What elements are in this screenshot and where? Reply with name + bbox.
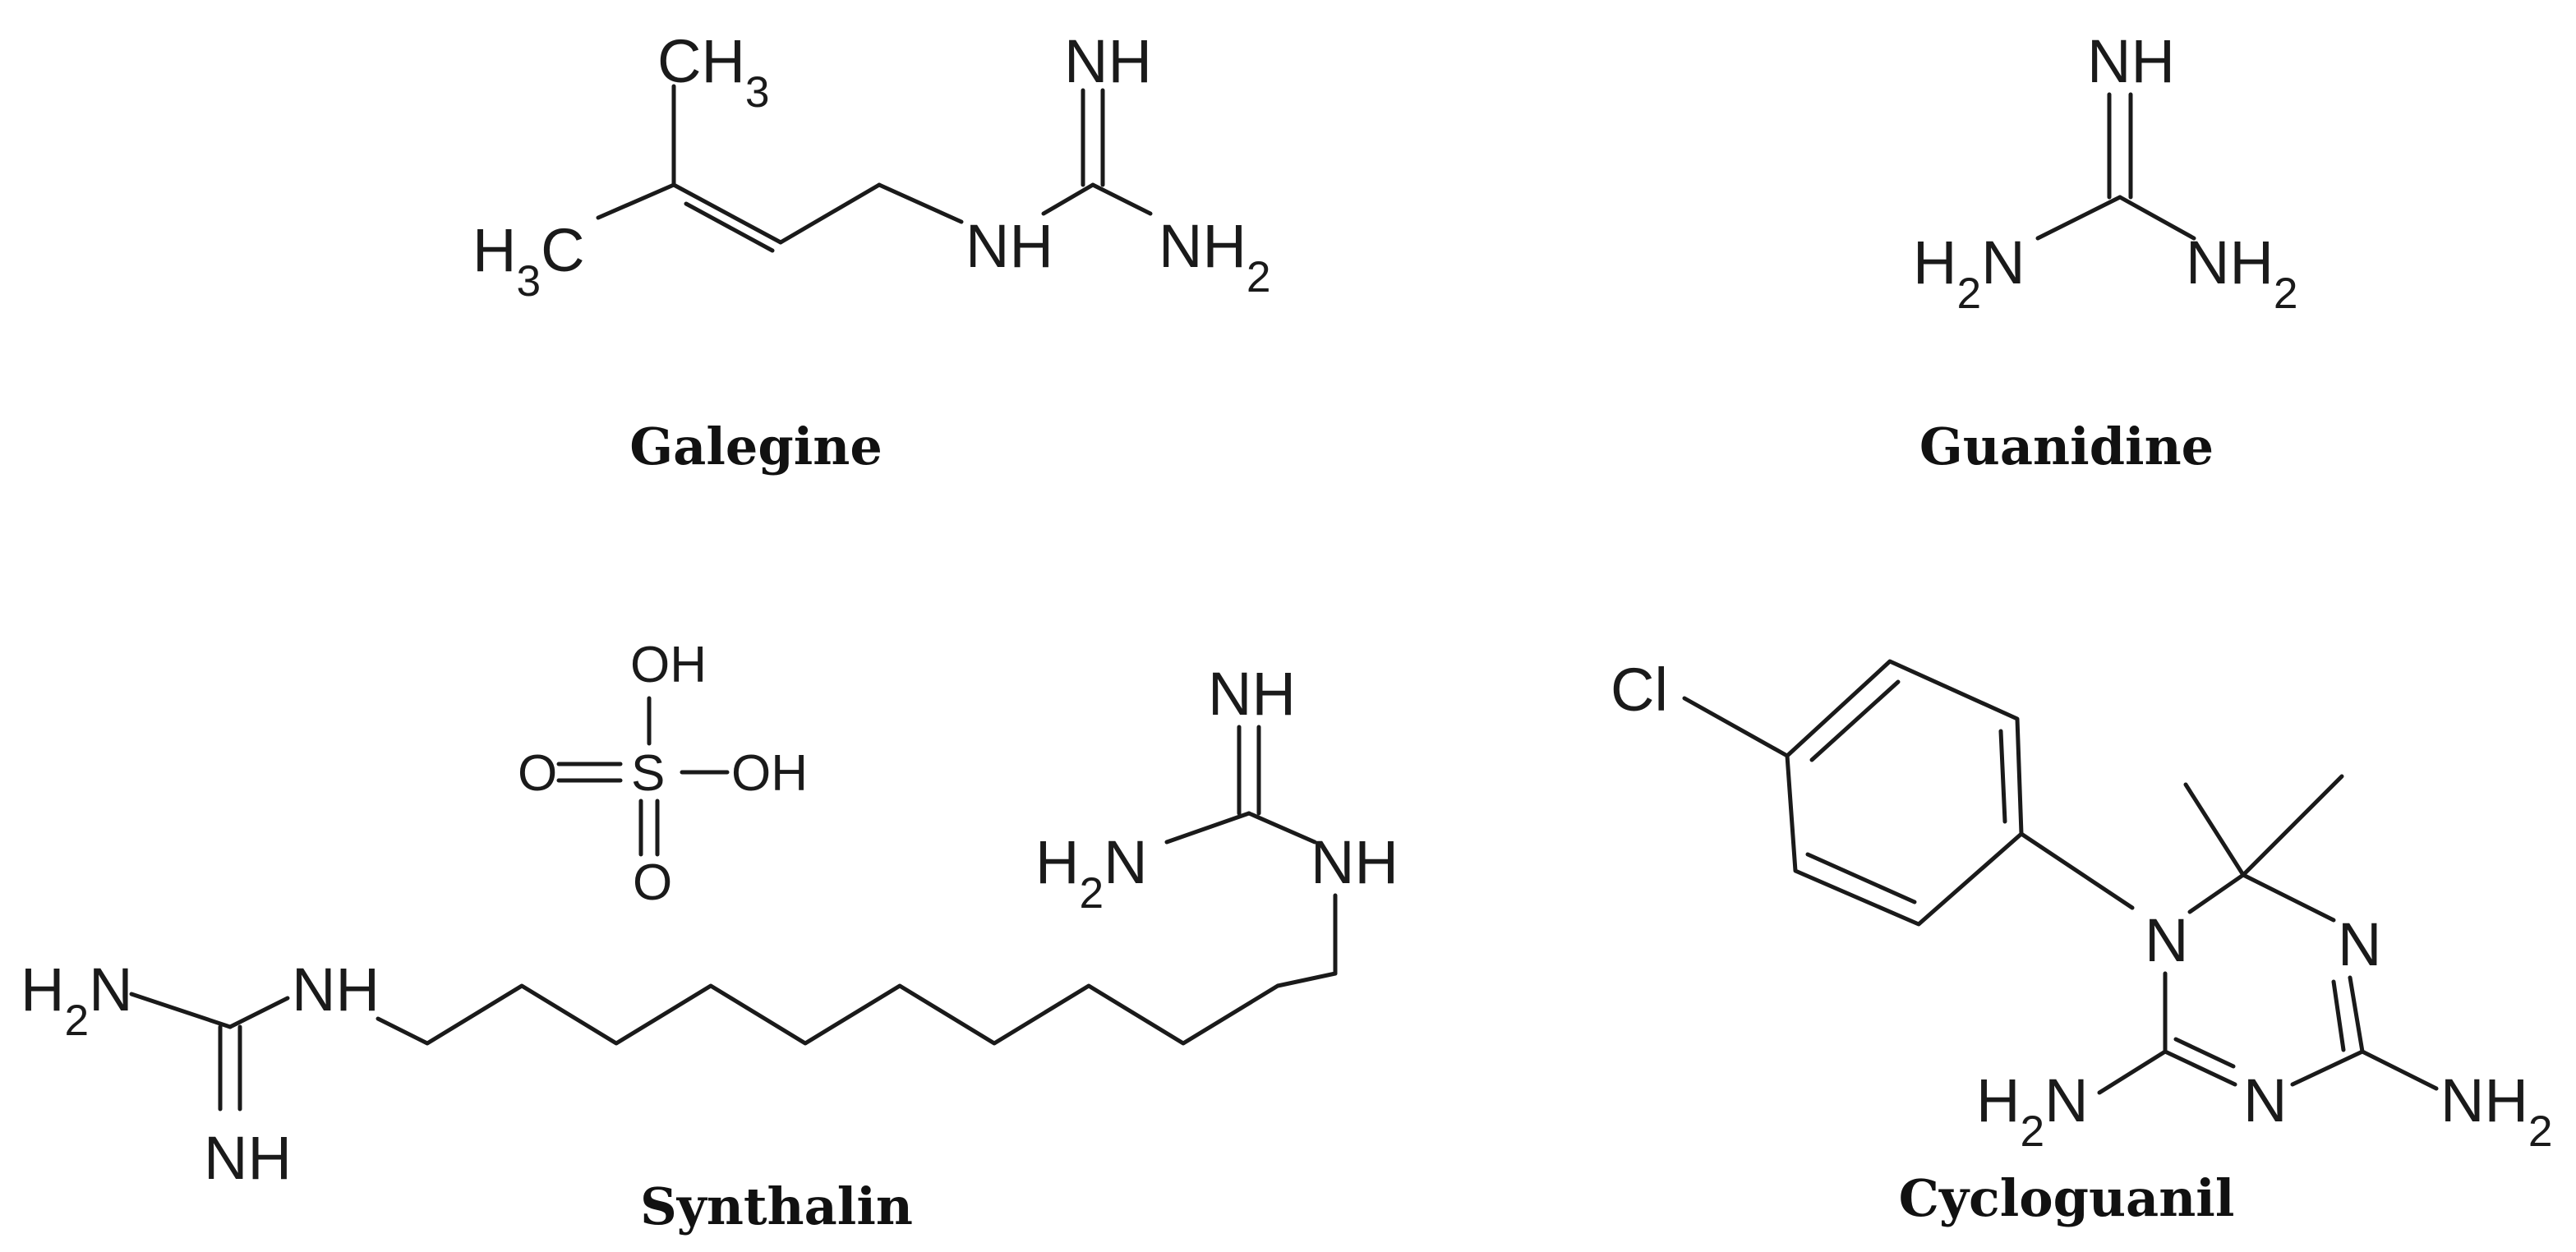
guanidine-structure: NH H2N NH2 Guanidine bbox=[1913, 27, 2298, 476]
galegine-structure: CH3 H3C NH NH NH2 Galegine bbox=[472, 27, 1271, 476]
guanidine-caption: Guanidine bbox=[1919, 417, 2214, 476]
triazine-bond bbox=[2241, 872, 2336, 923]
methyl-bond bbox=[2241, 774, 2344, 877]
synthalin-left-nh-imine-label: NH bbox=[204, 1124, 292, 1192]
galegine-h3c-label: H3C bbox=[472, 216, 585, 306]
galegine-nh-label: NH bbox=[965, 212, 1053, 280]
synthalin-structure: OH O S OH O NH H2N NH H2N NH NH Synthali… bbox=[21, 637, 1399, 1236]
cycloguanil-n3-label: N bbox=[2338, 910, 2381, 978]
benzene-ring bbox=[1785, 659, 2024, 927]
galegine-bond bbox=[877, 182, 964, 224]
cycloguanil-structure: Cl N N N H2N NH2 Cycloguanil bbox=[1611, 656, 2553, 1228]
galegine-bond bbox=[671, 182, 783, 245]
sulfate-s-label: S bbox=[631, 745, 665, 802]
galegine-ch3-label: CH3 bbox=[657, 27, 770, 117]
cycloguanil-cl-label: Cl bbox=[1611, 656, 1668, 724]
cycloguanil-bond bbox=[2019, 831, 2135, 910]
triazine-bond bbox=[2173, 1037, 2236, 1069]
benzene-double-bond bbox=[1998, 729, 2007, 824]
galegine-nh-imine-label: NH bbox=[1064, 27, 1152, 95]
cycloguanil-n5-label: N bbox=[2243, 1066, 2287, 1135]
sulfate-o-left-label: O bbox=[518, 745, 557, 802]
cycloguanil-caption: Cycloguanil bbox=[1899, 1168, 2235, 1228]
guanidine-nh2-label: NH2 bbox=[2186, 228, 2298, 318]
synthalin-caption: Synthalin bbox=[640, 1176, 913, 1236]
guanidine-h2n-label: H2N bbox=[1913, 228, 2025, 318]
galegine-nh2-label: NH2 bbox=[1159, 212, 1271, 301]
cycloguanil-bond bbox=[1682, 696, 1790, 758]
sulfate-o-bottom-label: O bbox=[633, 854, 672, 911]
synthalin-right-nh-label: NH bbox=[1311, 828, 1399, 896]
synthalin-right-nh-imine-label: NH bbox=[1208, 660, 1296, 728]
cycloguanil-bond bbox=[2360, 1049, 2439, 1091]
synthalin-bond bbox=[129, 992, 233, 1029]
sulfate-oh-right-label: OH bbox=[731, 745, 808, 802]
cycloguanil-nh2-label: NH2 bbox=[2440, 1066, 2553, 1156]
synthalin-left-nh-label: NH bbox=[292, 955, 380, 1024]
guanidine-bond bbox=[2117, 195, 2196, 241]
sulfate-oh-top-label: OH bbox=[630, 637, 707, 693]
galegine-bond bbox=[596, 182, 676, 220]
triazine-bond bbox=[2163, 1049, 2237, 1087]
guanidine-nh-label: NH bbox=[2087, 27, 2175, 95]
triazine-bond bbox=[2187, 872, 2246, 914]
synthalin-bond bbox=[1164, 811, 1251, 845]
benzene-double-bond bbox=[1809, 679, 1901, 762]
synthalin-bond bbox=[228, 996, 290, 1029]
galegine-bond bbox=[1090, 182, 1153, 216]
galegine-bond bbox=[1041, 182, 1095, 216]
triazine-bond bbox=[2290, 1049, 2365, 1087]
cycloguanil-bond bbox=[2097, 1049, 2168, 1095]
cycloguanil-h2n-label: H2N bbox=[1976, 1066, 2089, 1156]
triazine-bond bbox=[2331, 979, 2346, 1052]
galegine-caption: Galegine bbox=[629, 417, 882, 476]
benzene-double-bond bbox=[1805, 852, 1917, 904]
synthalin-bond bbox=[1247, 811, 1317, 845]
guanidine-bond bbox=[2035, 195, 2122, 241]
triazine-bond bbox=[2348, 975, 2365, 1054]
galegine-bond bbox=[778, 182, 882, 245]
synthalin-left-h2n-label: H2N bbox=[21, 955, 133, 1045]
cycloguanil-n1-label: N bbox=[2145, 906, 2188, 974]
galegine-bond bbox=[684, 201, 775, 253]
synthalin-chain bbox=[376, 971, 1338, 1046]
synthalin-right-h2n-label: H2N bbox=[1035, 828, 1148, 918]
methyl-bond bbox=[2183, 782, 2246, 877]
